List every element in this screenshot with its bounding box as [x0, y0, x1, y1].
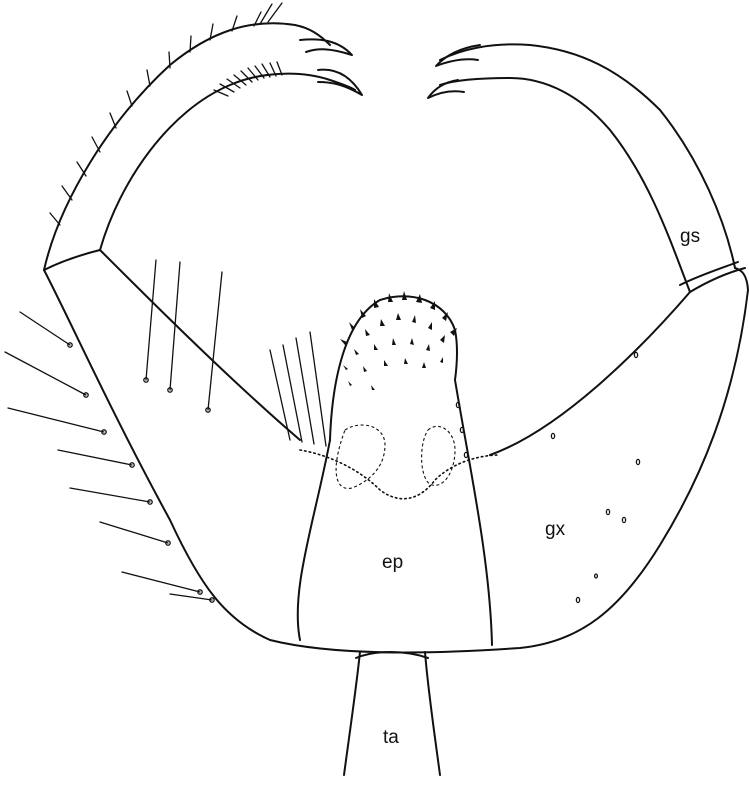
aedeagus-spines: [340, 291, 457, 390]
gonostylus-left-claw-lower: [318, 70, 362, 95]
gonocoxite-outline: [44, 268, 748, 653]
gonocoxite-right-pores: [551, 352, 639, 602]
aedeagus-right-edge: [455, 380, 492, 645]
aedeagus-apex: [330, 296, 457, 440]
internal-loop-left: [336, 425, 385, 488]
gonocoxite-left-upper-edge: [44, 250, 100, 270]
aedeagus-outline: [298, 440, 330, 640]
label-gx: gx: [545, 519, 566, 540]
label-gs: gs: [680, 226, 700, 247]
gonocoxite-right-inner-edge: [490, 268, 745, 455]
gonocoxite-left-setae: [5, 312, 214, 602]
gonostylus-left-inner: [100, 74, 355, 250]
label-ep: ep: [382, 552, 403, 573]
aedeagus-pores: [456, 402, 467, 457]
gonocoxite-left-inner-edge: [100, 250, 300, 440]
internal-loop-right: [422, 426, 455, 485]
ta-left-edge: [344, 652, 360, 775]
gonostylus-right-inner: [440, 78, 690, 292]
gonostylus-right-claw-lower: [428, 80, 464, 98]
gonostylus-left-hairs: [50, 3, 282, 225]
gonocoxite-inner-setae: [144, 260, 326, 446]
internal-dotted-band: [300, 450, 500, 499]
label-ta: ta: [383, 727, 399, 748]
gonostylus-left-outer: [44, 23, 330, 270]
ta-right-edge: [425, 652, 440, 775]
